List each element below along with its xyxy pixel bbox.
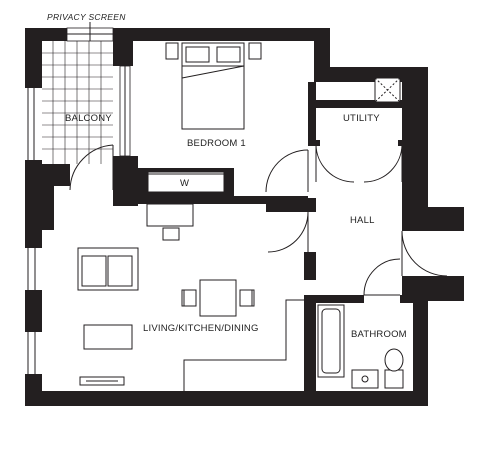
bathroom-label: BATHROOM xyxy=(351,329,407,340)
utility xyxy=(308,77,410,183)
interior-walls xyxy=(113,82,413,391)
bedroom xyxy=(138,42,309,196)
sofa xyxy=(77,247,139,291)
privacy-screen-label: PRIVACY SCREEN xyxy=(47,12,126,22)
dining-set xyxy=(181,279,255,317)
left-windows xyxy=(25,88,42,374)
wardrobe xyxy=(138,168,234,196)
washbasin xyxy=(351,369,379,389)
toilet xyxy=(384,348,404,389)
tv-unit xyxy=(79,376,125,386)
desk xyxy=(146,203,194,241)
balcony xyxy=(42,22,138,206)
bedroom-label: BEDROOM 1 xyxy=(187,138,246,149)
bathtub xyxy=(317,304,345,378)
bathroom xyxy=(317,304,404,389)
hall-label: HALL xyxy=(350,215,375,226)
kitchen-counter xyxy=(183,299,304,391)
balcony-tile-grid xyxy=(42,41,113,164)
living-label: LIVING/KITCHEN/DINING xyxy=(143,323,259,334)
wardrobe-label: W xyxy=(180,178,189,189)
balcony-label: BALCONY xyxy=(65,113,112,124)
hall xyxy=(267,211,448,296)
bed xyxy=(165,42,262,130)
utility-label: UTILITY xyxy=(343,113,380,124)
living-kitchen-dining xyxy=(77,203,304,391)
coffee-table xyxy=(83,324,133,350)
